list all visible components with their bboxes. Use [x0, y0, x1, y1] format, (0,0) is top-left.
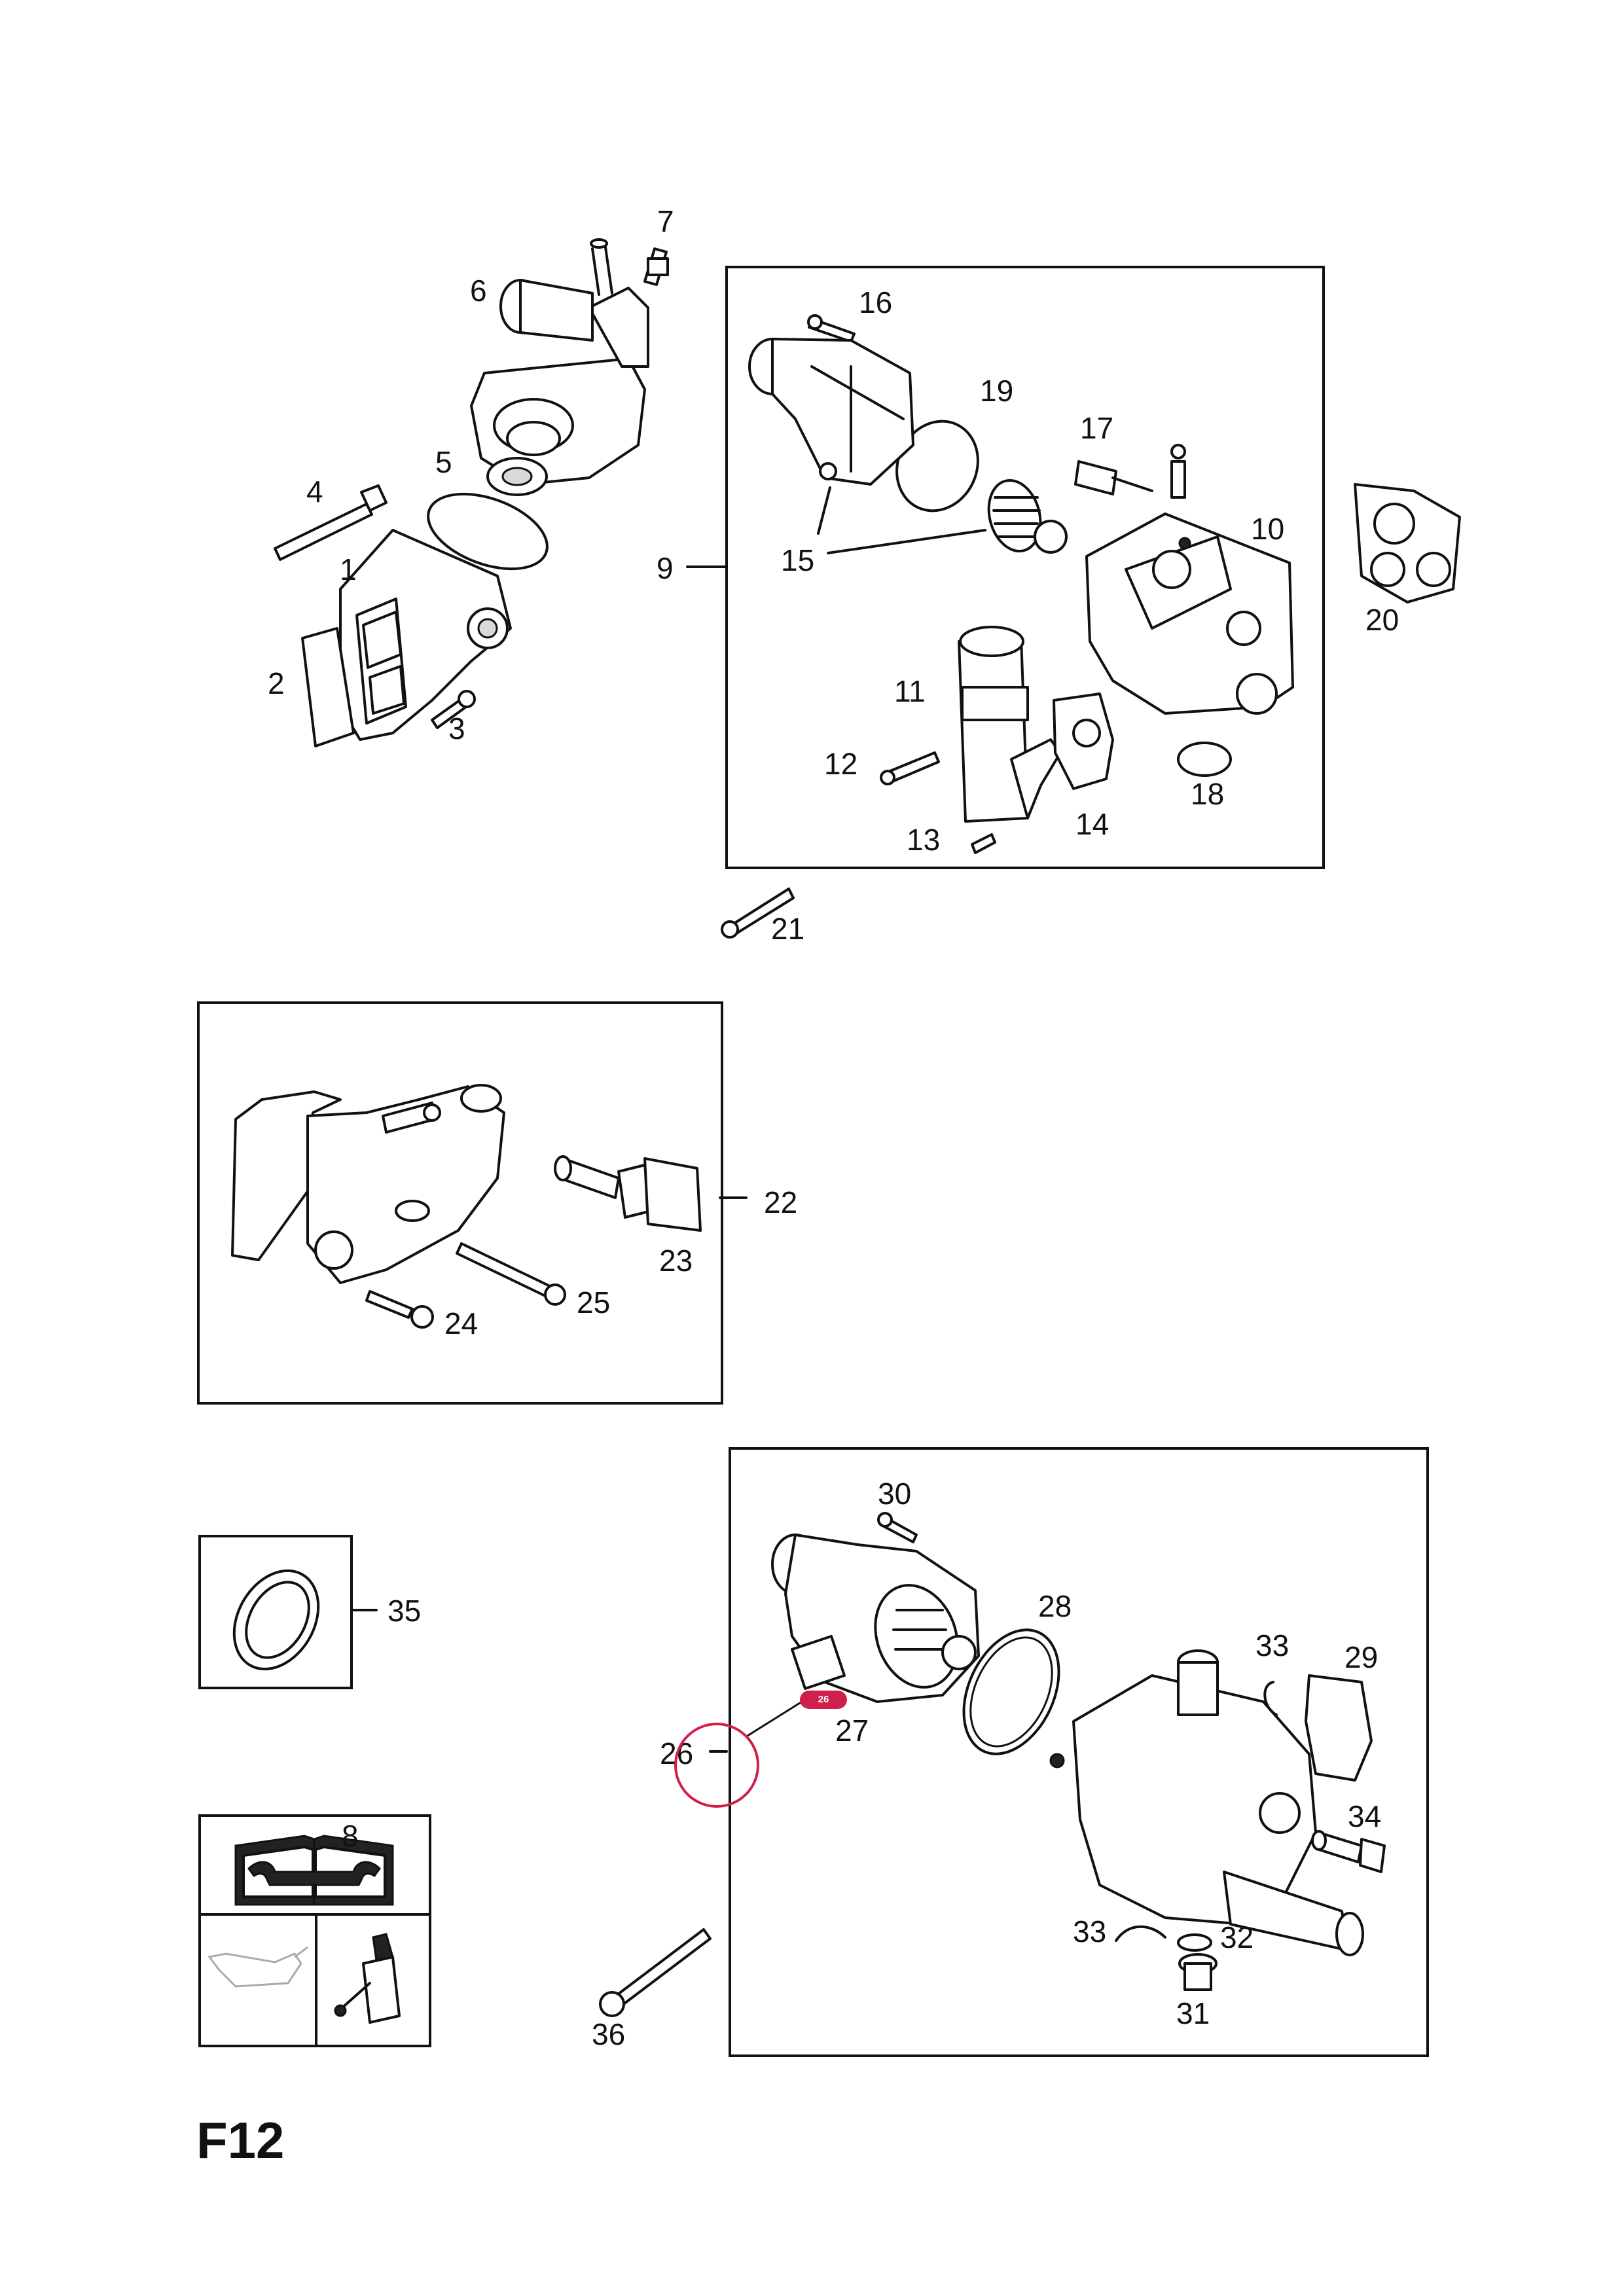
part-26-housing[interactable]	[1049, 1649, 1364, 1956]
part-16-bolt[interactable]	[807, 314, 856, 343]
callout-21[interactable]: 21	[771, 912, 805, 946]
callout-35[interactable]: 35	[388, 1594, 422, 1628]
callout-32[interactable]: 32	[1220, 1920, 1254, 1954]
callout-16[interactable]: 16	[859, 285, 893, 319]
part-4-bolt[interactable]	[274, 484, 388, 561]
part-10-housing[interactable]	[1085, 512, 1294, 715]
callout-23[interactable]: 23	[659, 1244, 693, 1278]
selected-part-badge[interactable]: 26	[800, 1691, 847, 1709]
callout-18[interactable]: 18	[1191, 777, 1225, 811]
callout-14[interactable]: 14	[1075, 807, 1110, 841]
callout-10[interactable]: 10	[1251, 512, 1285, 546]
part-25-bolt[interactable]	[456, 1242, 566, 1306]
manual-book-icon	[234, 1835, 394, 1906]
frame-22	[197, 1001, 723, 1405]
part-22-housing[interactable]	[231, 1084, 505, 1284]
callout-12[interactable]: 12	[824, 747, 858, 781]
part-32-o-ring[interactable]	[1177, 1933, 1212, 1952]
part-21-bolt[interactable]	[721, 888, 795, 939]
part-9-thermostat-cover[interactable]	[748, 338, 914, 486]
callout-33-lower[interactable]: 33	[1073, 1914, 1107, 1948]
callout-8[interactable]: 8	[342, 1819, 359, 1853]
selection-highlight-ring	[674, 1723, 759, 1808]
diagram-code: F12	[196, 2111, 285, 2169]
part-15-thermostat[interactable]	[981, 475, 1068, 557]
part-33-clip-lower[interactable]	[1115, 1925, 1166, 1942]
callout-1[interactable]: 1	[340, 552, 357, 586]
callout-13[interactable]: 13	[907, 823, 941, 857]
callout-9[interactable]: 9	[657, 551, 674, 585]
part-33-clip[interactable]	[1263, 1681, 1278, 1716]
part-23-sensor[interactable]	[554, 1155, 702, 1232]
callout-15[interactable]: 15	[781, 543, 815, 577]
frame-35	[198, 1535, 353, 1689]
callout-4[interactable]: 4	[306, 475, 323, 509]
part-14-gasket[interactable]	[1053, 692, 1114, 790]
frame-8-symbols	[198, 1814, 431, 2047]
part-30-bolt[interactable]	[877, 1512, 918, 1543]
part-27-thermostat-housing[interactable]	[771, 1534, 980, 1703]
callout-2[interactable]: 2	[268, 666, 285, 700]
part-3-bolt[interactable]	[431, 690, 476, 729]
callout-24[interactable]: 24	[444, 1306, 478, 1340]
callout-33-upper[interactable]: 33	[1255, 1628, 1290, 1662]
part-20-gasket[interactable]	[1354, 483, 1461, 603]
part-5-o-ring[interactable]	[418, 480, 558, 584]
oil-can-icon	[208, 1946, 308, 1988]
part-34-sensor[interactable]	[1311, 1830, 1386, 1873]
callout-5[interactable]: 5	[435, 445, 452, 479]
part-11-egr-valve[interactable]	[958, 626, 1062, 823]
callout-30[interactable]: 30	[878, 1477, 912, 1511]
part-28-o-ring[interactable]	[945, 1615, 1077, 1769]
part-1-housing[interactable]	[339, 529, 512, 741]
part-12-bolt[interactable]	[880, 751, 940, 785]
part-17-sensor[interactable]	[1074, 444, 1186, 499]
callout-6[interactable]: 6	[470, 274, 487, 308]
part-2-gasket[interactable]	[301, 627, 355, 747]
part-18-plug[interactable]	[1177, 742, 1232, 777]
part-7-bolt[interactable]	[643, 247, 669, 286]
callout-17[interactable]: 17	[1080, 411, 1114, 445]
part-24-bolt[interactable]	[365, 1290, 434, 1329]
callout-11[interactable]: 11	[894, 674, 926, 708]
part-36-bolt[interactable]	[599, 1928, 712, 2017]
callout-19[interactable]: 19	[980, 374, 1014, 408]
callout-7[interactable]: 7	[657, 204, 674, 238]
part-35-seal-ring[interactable]	[217, 1556, 335, 1685]
callout-31[interactable]: 31	[1176, 1996, 1210, 2030]
callout-25[interactable]: 25	[577, 1285, 611, 1319]
sealant-tube-icon	[334, 1933, 401, 2024]
callout-20[interactable]: 20	[1365, 603, 1399, 637]
callout-29[interactable]: 29	[1344, 1640, 1379, 1674]
part-29-gasket[interactable]	[1305, 1674, 1373, 1782]
callout-3[interactable]: 3	[448, 711, 465, 745]
part-31-plug[interactable]	[1178, 1953, 1218, 1991]
callout-27[interactable]: 27	[835, 1713, 869, 1748]
part-6-housing-cover[interactable]	[470, 238, 649, 496]
callout-34[interactable]: 34	[1348, 1799, 1382, 1833]
part-13-bolt[interactable]	[971, 833, 996, 854]
callout-36[interactable]: 36	[592, 2017, 626, 2051]
callout-22[interactable]: 22	[764, 1185, 798, 1219]
callout-28[interactable]: 28	[1038, 1589, 1072, 1623]
